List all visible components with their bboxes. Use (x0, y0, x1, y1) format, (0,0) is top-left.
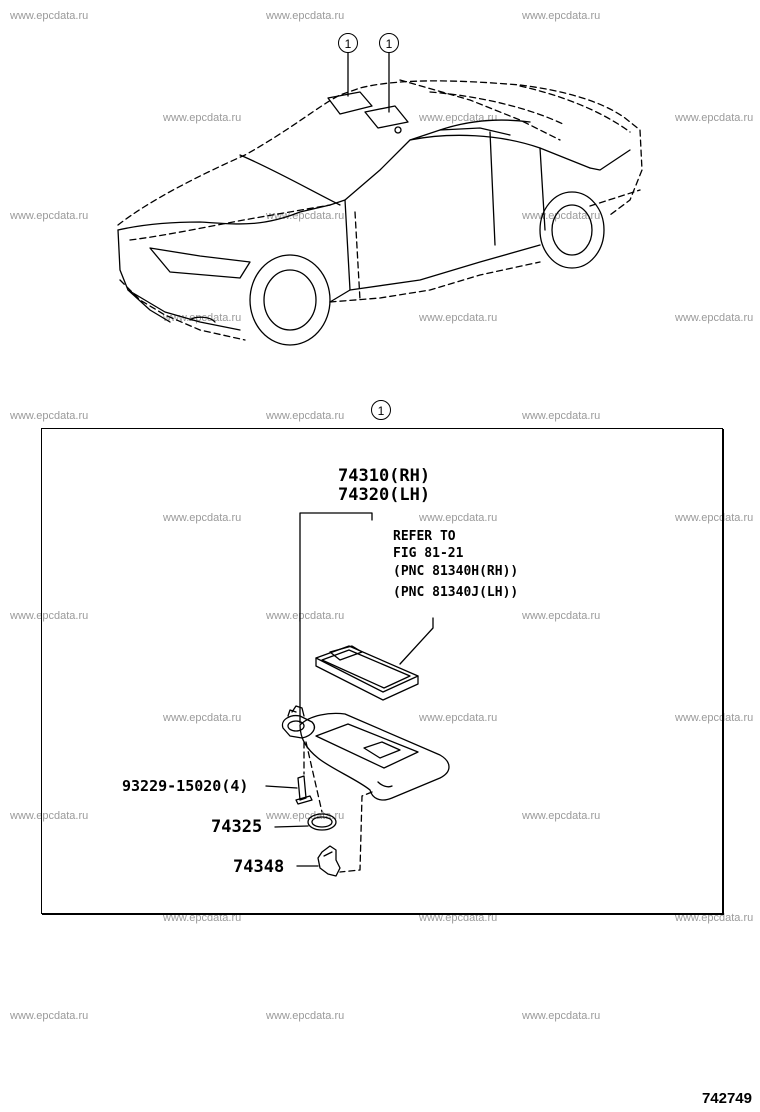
watermark: www.epcdata.ru (419, 912, 498, 924)
refer-note-line: (PNC 81340H(RH)) (393, 564, 519, 579)
refer-note-line: FIG 81-21 (393, 546, 464, 561)
watermark: www.epcdata.ru (266, 1010, 345, 1022)
watermark: www.epcdata.ru (419, 312, 498, 324)
cover-leader (274, 825, 309, 828)
callout-number: 1 (379, 33, 399, 53)
watermark: www.epcdata.ru (10, 410, 89, 422)
detail-callout-number: 1 (371, 400, 391, 420)
part-label-visor-lh: 74320(LH) (338, 485, 431, 505)
watermark: www.epcdata.ru (10, 10, 89, 22)
watermark: www.epcdata.ru (10, 610, 89, 622)
screw-leader (265, 785, 298, 789)
watermark: www.epcdata.ru (522, 1010, 601, 1022)
watermark: www.epcdata.ru (675, 912, 754, 924)
watermark: www.epcdata.ru (419, 712, 498, 724)
watermark: www.epcdata.ru (266, 810, 345, 822)
assembly-dashed-lines (303, 741, 373, 873)
refer-note-line: (PNC 81340J(LH)) (393, 585, 519, 600)
part-label-visor-rh: 74310(RH) (338, 466, 431, 486)
watermark: www.epcdata.ru (266, 10, 345, 22)
watermark: www.epcdata.ru (163, 512, 242, 524)
part-label-holder: 74348 (233, 857, 285, 877)
watermark: www.epcdata.ru (675, 112, 754, 124)
detail-frame (41, 428, 723, 914)
watermark: www.epcdata.ru (163, 312, 242, 324)
watermark: www.epcdata.ru (675, 312, 754, 324)
watermark: www.epcdata.ru (522, 10, 601, 22)
screw (295, 775, 313, 805)
watermark: www.epcdata.ru (419, 512, 498, 524)
watermark: www.epcdata.ru (10, 1010, 89, 1022)
part-label-screw: 93229-15020(4) (122, 777, 249, 795)
figure-number: 742749 (701, 1090, 752, 1107)
cover (307, 813, 337, 831)
watermark: www.epcdata.ru (10, 210, 89, 222)
visor-leader (299, 512, 373, 724)
watermark: www.epcdata.ru (10, 810, 89, 822)
sun-visor-body (299, 712, 450, 801)
watermark: www.epcdata.ru (163, 112, 242, 124)
watermark: www.epcdata.ru (266, 610, 345, 622)
refer-leader (399, 617, 434, 665)
callout-number: 1 (338, 33, 358, 53)
watermark: www.epcdata.ru (522, 410, 601, 422)
watermark: www.epcdata.ru (675, 712, 754, 724)
part-label-cover: 74325 (211, 817, 263, 837)
watermark: www.epcdata.ru (163, 912, 242, 924)
watermark: www.epcdata.ru (675, 512, 754, 524)
watermark: www.epcdata.ru (522, 810, 601, 822)
watermark: www.epcdata.ru (522, 610, 601, 622)
vanity-mirror (315, 645, 419, 701)
refer-note-line: REFER TO (393, 529, 456, 544)
car-body-solid (117, 91, 631, 346)
car-overview-drawing (117, 51, 643, 346)
holder (317, 845, 341, 877)
watermark: www.epcdata.ru (266, 410, 345, 422)
watermark: www.epcdata.ru (266, 210, 345, 222)
visor-hinge (281, 705, 316, 739)
car-body-dashed (117, 79, 643, 341)
watermark: www.epcdata.ru (163, 712, 242, 724)
